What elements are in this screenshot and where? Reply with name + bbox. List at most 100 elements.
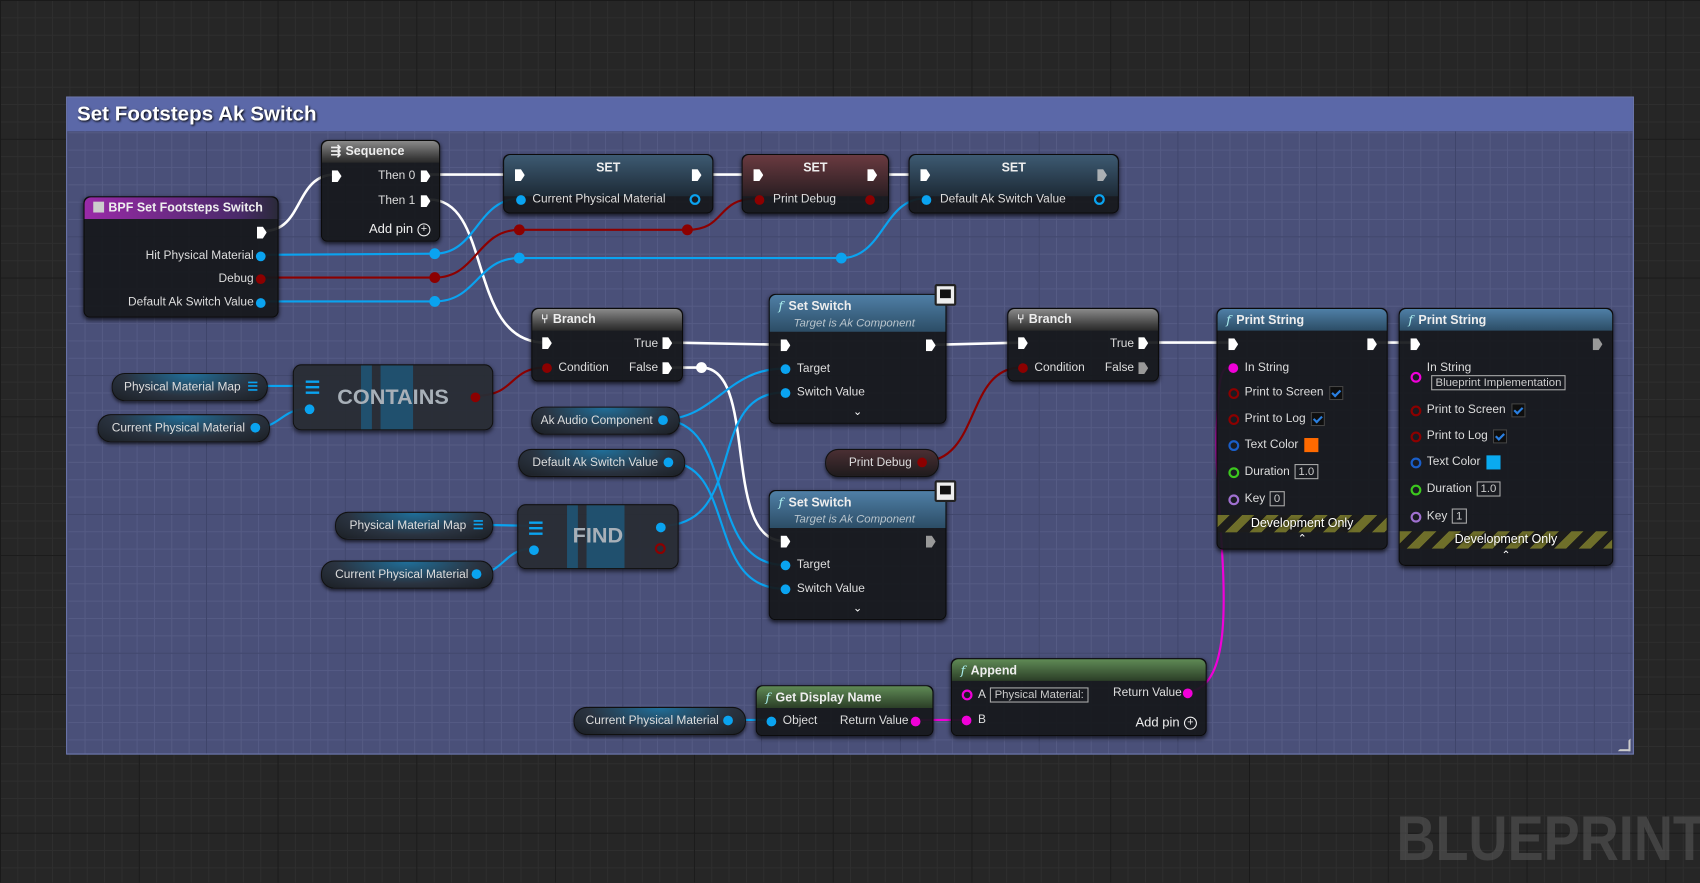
print-to-screen-pin[interactable] xyxy=(1228,388,1240,399)
current-physical-material-in-pin[interactable] xyxy=(516,195,526,205)
key-input[interactable]: 1 xyxy=(1451,508,1467,524)
output-pin[interactable] xyxy=(865,195,875,205)
result-pin[interactable] xyxy=(470,392,481,403)
key-in-pin[interactable] xyxy=(529,545,539,556)
exec-in-pin[interactable] xyxy=(753,169,764,182)
found-pin[interactable] xyxy=(654,543,666,555)
target-pin[interactable] xyxy=(780,560,791,571)
return-value-pin[interactable] xyxy=(1182,688,1193,699)
print-to-screen-checkbox[interactable] xyxy=(1511,402,1526,417)
duration-pin[interactable] xyxy=(1228,467,1240,479)
in-string-pin[interactable] xyxy=(1410,371,1422,383)
output-pin[interactable] xyxy=(658,415,668,426)
a-pin[interactable] xyxy=(961,689,973,701)
exec-in-pin[interactable] xyxy=(920,169,931,182)
key-input[interactable]: 0 xyxy=(1269,491,1285,507)
exec-out-pin[interactable] xyxy=(1097,169,1107,182)
expand-chevron-down-icon[interactable]: ⌄ xyxy=(853,602,863,615)
print-to-log-pin[interactable] xyxy=(1410,431,1422,443)
exec-out-pin[interactable] xyxy=(867,169,878,182)
hit-physical-material-pin[interactable] xyxy=(255,251,266,262)
current-physical-material-getter-3[interactable]: Current Physical Material xyxy=(573,706,746,736)
output-pin[interactable] xyxy=(1093,194,1105,205)
exec-out-pin[interactable] xyxy=(925,339,936,352)
duration-input[interactable]: 1.0 xyxy=(1476,481,1501,497)
event-node-bpf-set-footsteps-switch[interactable]: BPF Set Footsteps Switch Hit Physical Ma… xyxy=(83,196,279,318)
exec-out-pin[interactable] xyxy=(925,535,936,548)
branch-node-2[interactable]: ⑂Branch True Condition False xyxy=(1007,307,1160,382)
false-pin[interactable] xyxy=(1138,362,1149,375)
default-ak-switch-value-pin[interactable] xyxy=(255,298,266,308)
set-print-debug-node[interactable]: SET Print Debug xyxy=(741,153,890,214)
output-pin[interactable] xyxy=(723,715,733,726)
then-0-pin[interactable] xyxy=(420,170,431,183)
set-current-physical-material-node[interactable]: SET Current Physical Material xyxy=(503,153,714,214)
text-color-pin[interactable] xyxy=(1410,457,1422,469)
physical-material-map-getter[interactable]: Physical Material Map☰ xyxy=(111,372,268,402)
print-to-screen-checkbox[interactable] xyxy=(1328,385,1344,400)
condition-pin[interactable] xyxy=(1018,363,1028,373)
branch-node-1[interactable]: ⑂Branch True Condition False xyxy=(531,307,684,382)
resize-handle[interactable] xyxy=(1617,738,1631,752)
print-to-log-checkbox[interactable] xyxy=(1311,411,1326,426)
current-physical-material-getter[interactable]: Current Physical Material xyxy=(97,414,270,443)
current-physical-material-getter-2[interactable]: Current Physical Material xyxy=(320,560,494,589)
comment-title[interactable]: Set Footsteps Ak Switch xyxy=(67,97,1633,132)
false-pin[interactable] xyxy=(662,362,673,375)
output-pin[interactable] xyxy=(250,422,261,433)
collapse-chevron-up-icon[interactable]: ⌃ xyxy=(1297,533,1307,546)
exec-in-pin[interactable] xyxy=(331,170,342,183)
expand-chevron-down-icon[interactable]: ⌄ xyxy=(853,406,863,419)
key-in-pin[interactable] xyxy=(304,404,315,415)
exec-in-pin[interactable] xyxy=(542,337,552,350)
exec-in-pin[interactable] xyxy=(780,339,791,352)
duration-input[interactable]: 1.0 xyxy=(1294,464,1319,480)
exec-out-pin[interactable] xyxy=(1367,338,1377,351)
print-to-screen-pin[interactable] xyxy=(1410,405,1422,417)
physical-material-map-getter-2[interactable]: Physical Material Map☰ xyxy=(335,511,494,540)
print-to-log-checkbox[interactable] xyxy=(1493,428,1508,443)
output-pin[interactable] xyxy=(917,457,927,468)
output-pin[interactable] xyxy=(689,194,701,205)
in-string-input[interactable]: Blueprint Implementation xyxy=(1431,375,1566,391)
duration-pin[interactable] xyxy=(1410,484,1422,496)
output-pin[interactable] xyxy=(663,457,674,468)
target-pin[interactable] xyxy=(780,364,791,375)
sequence-node[interactable]: ⇶Sequence Then 0 Then 1 Add pin+ xyxy=(320,139,441,242)
in-string-pin[interactable] xyxy=(1228,363,1239,373)
exec-in-pin[interactable] xyxy=(1228,338,1239,351)
default-ak-switch-value-getter[interactable]: Default Ak Switch Value xyxy=(518,448,686,478)
collapse-chevron-up-icon[interactable]: ⌃ xyxy=(1501,549,1511,562)
exec-in-pin[interactable] xyxy=(1410,338,1421,351)
then-1-pin[interactable] xyxy=(420,195,431,208)
debug-pin[interactable] xyxy=(255,274,266,285)
exec-out-pin[interactable] xyxy=(691,169,702,182)
b-pin[interactable] xyxy=(961,715,972,726)
return-value-pin[interactable] xyxy=(910,716,921,727)
print-debug-getter[interactable]: Print Debug xyxy=(825,448,939,478)
exec-out-pin[interactable] xyxy=(1592,338,1603,351)
add-pin-button[interactable]: Add pin+ xyxy=(1135,714,1197,730)
exec-out-pin[interactable] xyxy=(256,226,267,239)
switch-value-pin[interactable] xyxy=(780,584,791,595)
ak-audio-component-getter[interactable]: Ak Audio Component xyxy=(531,406,680,435)
text-color-swatch[interactable] xyxy=(1303,437,1318,452)
true-pin[interactable] xyxy=(662,337,673,350)
text-color-pin[interactable] xyxy=(1228,440,1240,452)
key-pin[interactable] xyxy=(1410,511,1422,523)
key-pin[interactable] xyxy=(1228,494,1240,506)
true-pin[interactable] xyxy=(1138,337,1149,350)
print-to-log-pin[interactable] xyxy=(1228,414,1240,426)
output-pin[interactable] xyxy=(471,569,482,579)
exec-in-pin[interactable] xyxy=(1018,337,1028,350)
set-default-ak-switch-value-node[interactable]: SET Default Ak Switch Value xyxy=(908,153,1119,214)
a-value-input[interactable]: Physical Material: xyxy=(990,687,1089,703)
add-pin-button[interactable]: Add pin+ xyxy=(369,221,431,236)
text-color-swatch[interactable] xyxy=(1485,454,1501,470)
